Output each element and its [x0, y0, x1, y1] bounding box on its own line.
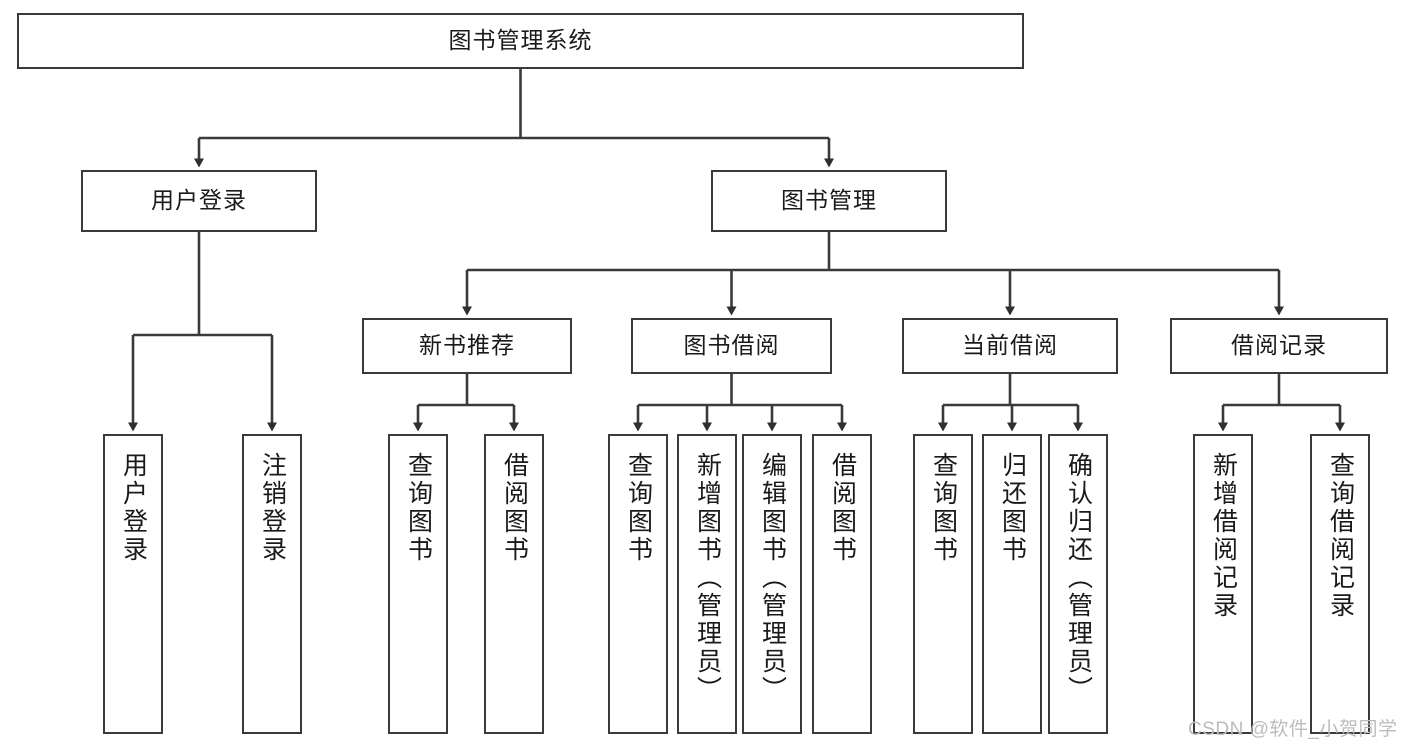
node-label: 图书管理系统 — [448, 27, 593, 54]
node-label: 图书借阅 — [683, 332, 780, 359]
node-label: 编辑图书（管理员） — [758, 452, 787, 704]
node-label: 查询借阅记录 — [1326, 452, 1355, 620]
node-label: 用户登录 — [119, 452, 148, 564]
node-leaf-bb-edit: 编辑图书（管理员） — [742, 434, 802, 734]
node-label: 借阅图书 — [828, 452, 857, 564]
node-leaf-lr-query: 查询借阅记录 — [1310, 434, 1370, 734]
node-label: 用户登录 — [151, 187, 247, 214]
node-leaf-cl-confirm: 确认归还（管理员） — [1048, 434, 1108, 734]
node-label: 新书推荐 — [419, 332, 515, 359]
node-label: 查询图书 — [624, 452, 653, 564]
watermark-text: CSDN @软件_小贺同学 — [1188, 719, 1398, 740]
node-leaf-user-logout: 注销登录 — [242, 434, 302, 734]
node-l3-loan-record: 借阅记录 — [1170, 318, 1388, 374]
node-leaf-nb-borrow: 借阅图书 — [484, 434, 544, 734]
node-leaf-bb-borrow: 借阅图书 — [812, 434, 872, 734]
node-leaf-bb-query: 查询图书 — [608, 434, 668, 734]
node-label: 注销登录 — [258, 452, 287, 564]
node-l2-book-mgmt: 图书管理 — [711, 170, 947, 232]
node-root: 图书管理系统 — [17, 13, 1024, 69]
node-label: 确认归还（管理员） — [1064, 452, 1093, 704]
node-label: 新增借阅记录 — [1209, 452, 1238, 620]
node-label: 查询图书 — [929, 452, 958, 564]
node-l3-current-loan: 当前借阅 — [902, 318, 1118, 374]
node-label: 归还图书 — [998, 452, 1027, 564]
node-label: 借阅记录 — [1231, 332, 1327, 359]
node-leaf-lr-add: 新增借阅记录 — [1193, 434, 1253, 734]
node-label: 新增图书（管理员） — [693, 452, 722, 704]
node-leaf-cl-query: 查询图书 — [913, 434, 973, 734]
node-l2-user-login: 用户登录 — [81, 170, 317, 232]
node-label: 查询图书 — [404, 452, 433, 564]
node-label: 当前借阅 — [962, 332, 1058, 359]
node-label: 图书管理 — [781, 187, 877, 214]
node-l3-book-borrow: 图书借阅 — [631, 318, 832, 374]
node-l3-new-book-rec: 新书推荐 — [362, 318, 572, 374]
node-leaf-cl-return: 归还图书 — [982, 434, 1042, 734]
node-leaf-user-login: 用户登录 — [103, 434, 163, 734]
node-leaf-bb-add: 新增图书（管理员） — [677, 434, 737, 734]
node-leaf-nb-query: 查询图书 — [388, 434, 448, 734]
node-label: 借阅图书 — [500, 452, 529, 564]
